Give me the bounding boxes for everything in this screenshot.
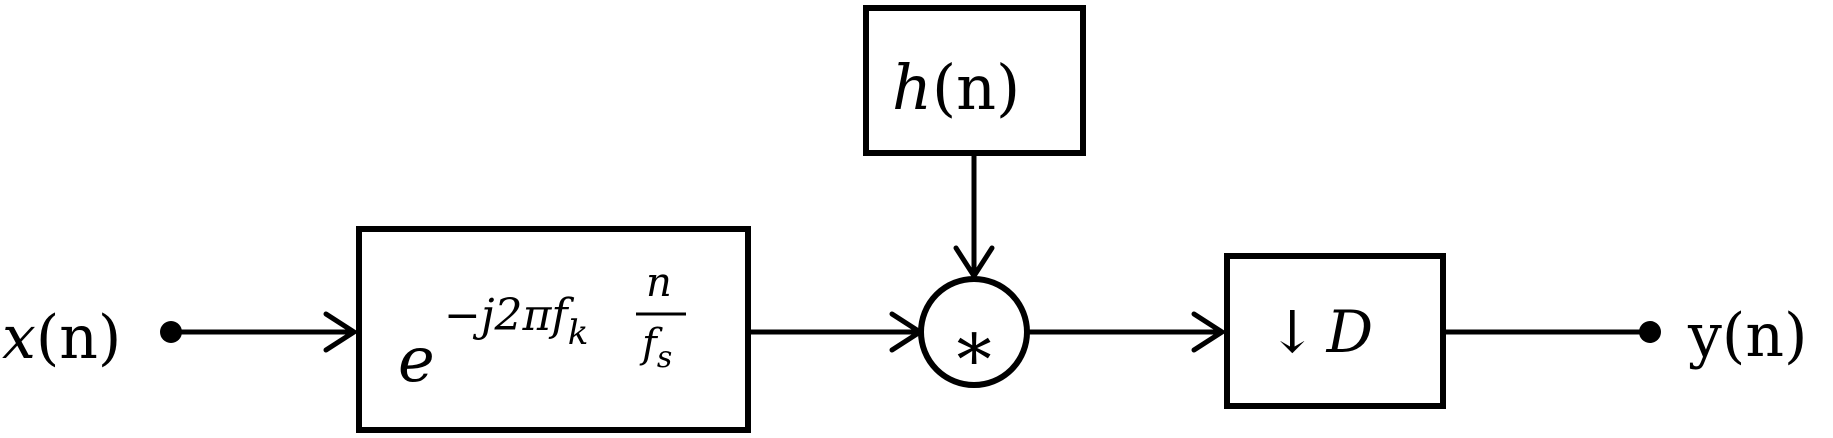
- impulse-response-label: h(n): [892, 51, 1020, 124]
- mixer-exponent-text: −j2πf: [444, 290, 574, 341]
- mixer-block: [356, 226, 751, 433]
- input-arg: (n): [36, 303, 121, 373]
- mixer-exponent: −j2πfk: [444, 290, 588, 353]
- mixer-subscript: k: [568, 313, 589, 353]
- mixer-expression: e: [398, 323, 435, 396]
- impulse-response-block: [863, 5, 1086, 156]
- output-terminal: [1639, 321, 1661, 343]
- convolution-node: [918, 276, 1030, 388]
- output-symbol: y: [1687, 301, 1722, 371]
- arrowhead-input: [323, 311, 359, 353]
- decimator-label: ↓D: [1268, 298, 1373, 366]
- decimator-block: [1224, 253, 1446, 409]
- downsample-arrow: ↓: [1268, 298, 1317, 366]
- output-label: y(n): [1687, 301, 1807, 371]
- mixer-fraction-denominator: fs: [639, 321, 672, 375]
- output-arg: (n): [1722, 301, 1807, 371]
- input-label: x(n): [2, 303, 121, 373]
- input-symbol: x: [2, 303, 36, 373]
- mixer-den-sub: s: [657, 340, 672, 375]
- impulse-response-arg: (n): [932, 51, 1020, 124]
- decimation-factor: D: [1326, 298, 1374, 366]
- arrowhead-filtered: [1191, 311, 1227, 353]
- impulse-response-symbol: h: [892, 51, 932, 124]
- mixer-base: e: [398, 323, 435, 396]
- convolution-symbol: ∗: [950, 305, 998, 387]
- mixer-fraction-numerator: n: [646, 260, 672, 306]
